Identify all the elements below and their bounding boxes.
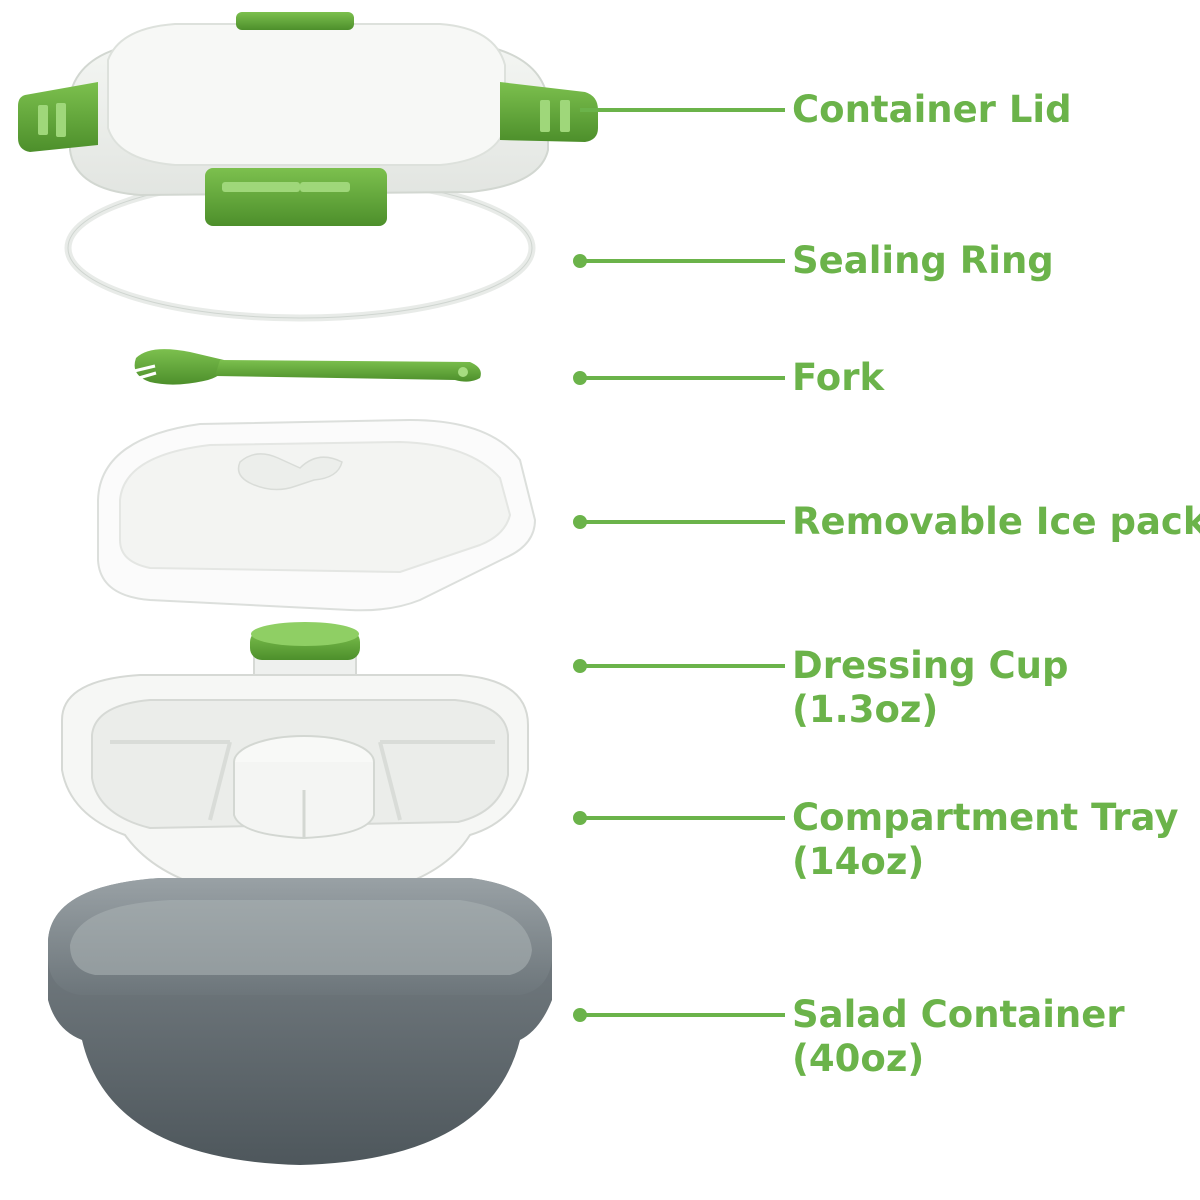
leader-line xyxy=(580,520,785,524)
leader-line xyxy=(580,816,785,820)
container-lid-illustration xyxy=(18,12,598,322)
callout-ice-pack xyxy=(573,515,785,529)
label-sealing-ring: Sealing Ring xyxy=(792,239,1054,283)
callout-compartment-tray xyxy=(573,811,785,825)
leader-line xyxy=(580,108,785,112)
label-capacity: (40oz) xyxy=(792,1037,925,1080)
label-line: Compartment Tray xyxy=(792,796,1179,839)
label-container-lid: Container Lid xyxy=(792,88,1072,132)
label-line: Container Lid xyxy=(792,88,1072,131)
callout-container-lid xyxy=(573,103,785,117)
label-capacity: (1.3oz) xyxy=(792,688,939,731)
label-compartment-tray: Compartment Tray (14oz) xyxy=(792,796,1178,884)
leader-line xyxy=(580,1013,785,1017)
callout-sealing-ring xyxy=(573,254,785,268)
label-salad-container: Salad Container (40oz) xyxy=(792,993,1125,1081)
compartment-tray-illustration xyxy=(61,674,529,902)
callout-salad-container xyxy=(573,1008,785,1022)
ice-pack-illustration xyxy=(97,418,537,612)
label-fork: Fork xyxy=(792,356,884,400)
label-dressing-cup: Dressing Cup (1.3oz) xyxy=(792,644,1068,732)
leader-line xyxy=(580,664,785,668)
label-line: Sealing Ring xyxy=(792,239,1054,282)
fork-illustration xyxy=(129,349,481,385)
label-line: Salad Container xyxy=(792,993,1125,1036)
label-line: Dressing Cup xyxy=(792,644,1069,687)
leader-line xyxy=(580,259,785,263)
label-ice-pack: Removable Ice pack xyxy=(792,500,1200,544)
callout-dressing-cup xyxy=(573,659,785,673)
label-line: Fork xyxy=(792,356,885,399)
callout-fork xyxy=(573,371,785,385)
label-line: Removable Ice pack xyxy=(792,500,1200,543)
leader-line xyxy=(580,376,785,380)
salad-container-illustration xyxy=(48,878,552,1165)
label-capacity: (14oz) xyxy=(792,840,925,883)
